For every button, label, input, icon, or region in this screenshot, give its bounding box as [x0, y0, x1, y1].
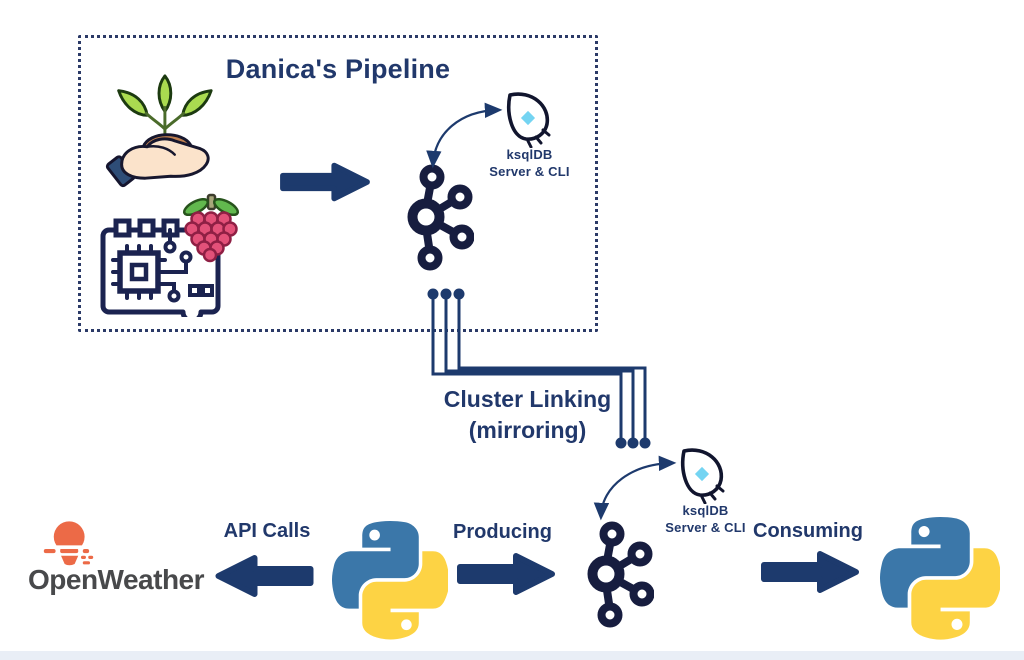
python-icon-consumer	[880, 513, 1000, 641]
ksqldb-label-top: ksqlDB Server & CLI	[462, 146, 597, 180]
cluster-linking-line2: (mirroring)	[468, 417, 587, 443]
cluster-linking-label: Cluster Linking (mirroring)	[425, 384, 630, 446]
producing-label: Producing	[453, 521, 552, 543]
cluster-linking-line1: Cluster Linking	[443, 386, 612, 412]
arrow-icon-producing	[456, 550, 556, 598]
arrow-icon-consuming	[760, 548, 860, 596]
consuming-label: Consuming	[753, 520, 863, 542]
python-icon-producer	[332, 514, 448, 644]
ksqldb-label-bottom-line2: Server & CLI	[665, 520, 746, 535]
ksqldb-label-bottom-line1: ksqlDB	[682, 503, 729, 518]
rocket-icon-top	[498, 90, 554, 148]
api-calls-label: API Calls	[223, 520, 311, 542]
cluster-link-lines-icon	[415, 280, 670, 470]
arrow-icon-api-calls	[212, 552, 317, 600]
kafka-icon-top	[396, 164, 474, 272]
ksqldb-label-top-line2: Server & CLI	[489, 164, 570, 179]
curved-arrow-kafka-ksqldb-top	[418, 90, 528, 175]
pipeline-dotted-box: Danica's Pipeline	[78, 35, 598, 332]
ksqldb-label-bottom: ksqlDB Server & CLI	[638, 502, 773, 536]
rocket-icon-bottom	[672, 446, 728, 504]
ksqldb-label-top-line1: ksqlDB	[506, 147, 553, 162]
kafka-icon-bottom	[576, 520, 654, 630]
openweather-wordmark: OpenWeather	[28, 564, 205, 595]
arrow-icon-sources-to-kafka	[275, 160, 375, 204]
bottom-strip	[0, 651, 1024, 660]
seedling-hand-icon	[100, 73, 218, 191]
raspberry-pi-icon	[98, 193, 246, 317]
openweather-icon	[42, 518, 100, 570]
pipeline-title: Danica's Pipeline	[225, 54, 451, 84]
curved-arrow-kafka-ksqldb-bottom	[588, 448, 688, 528]
